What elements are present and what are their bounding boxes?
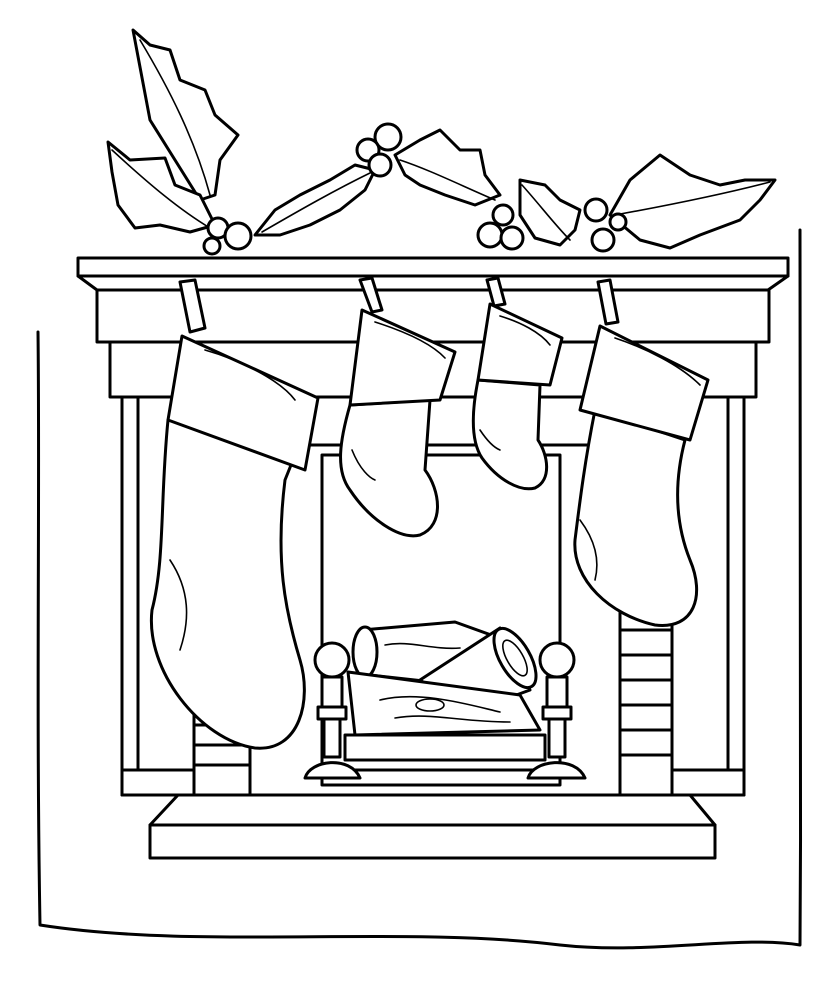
holly-icon <box>106 140 217 234</box>
holly-icon <box>608 153 777 250</box>
stocking-3 <box>471 276 564 491</box>
berries-cluster-4 <box>583 197 628 253</box>
wall-outline <box>36 228 803 950</box>
andiron-right <box>526 641 587 780</box>
hearth <box>148 793 717 860</box>
holly-icon <box>253 163 377 237</box>
stocking-4 <box>573 278 710 627</box>
stocking-2 <box>339 276 457 538</box>
holly-garland <box>106 28 777 256</box>
stocking-1 <box>149 278 320 750</box>
holly-icon <box>393 128 502 207</box>
berries-cluster-3 <box>476 203 525 251</box>
berries-cluster-2 <box>355 122 403 178</box>
holly-icon <box>518 178 582 247</box>
berries-cluster-1 <box>202 216 253 256</box>
logs <box>343 620 547 762</box>
log-icon <box>346 670 542 737</box>
bricks-right <box>618 628 674 757</box>
andiron-left <box>303 641 362 780</box>
holly-icon <box>131 28 240 202</box>
